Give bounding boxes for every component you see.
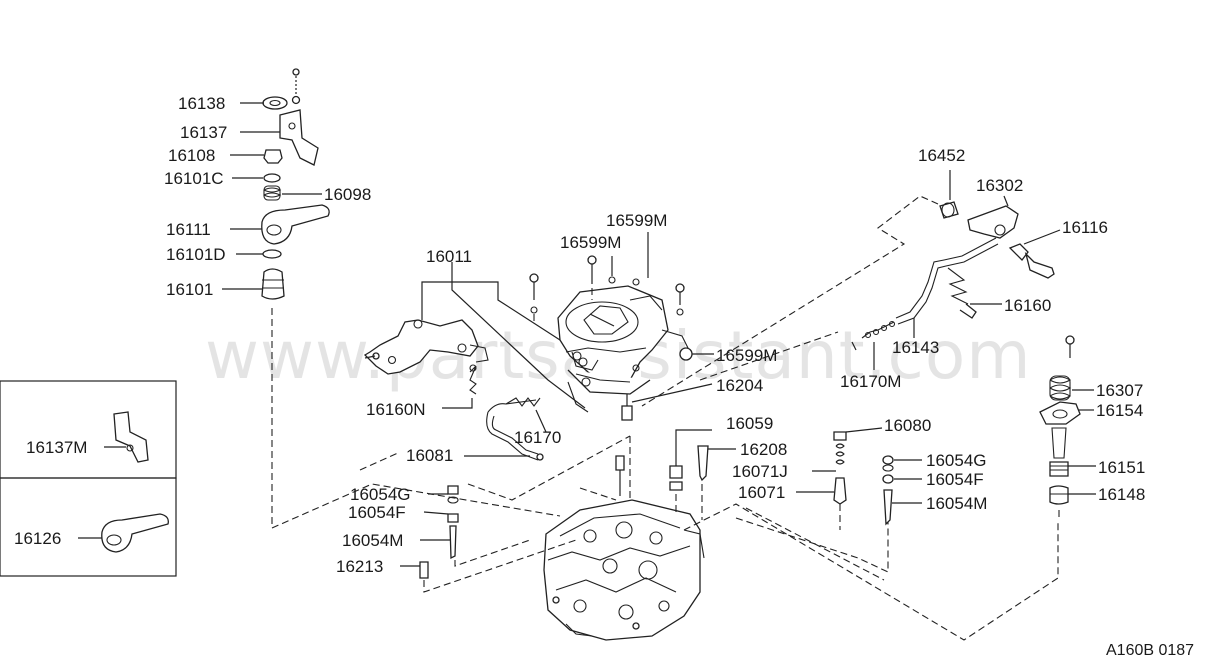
label-16204: 16204	[716, 376, 763, 395]
label-16307: 16307	[1096, 381, 1143, 400]
right-linkage	[851, 170, 1061, 370]
leaders-16599M	[611, 232, 714, 355]
label-16054G-left: 16054G	[350, 485, 411, 504]
label-16137M: 16137M	[26, 438, 87, 457]
inset-box-16137M	[0, 380, 177, 479]
label-16081: 16081	[406, 446, 453, 465]
label-16599M-a: 16599M	[606, 211, 667, 230]
label-16116: 16116	[1062, 218, 1108, 237]
part-16160N	[442, 364, 477, 409]
leader-16101-block	[271, 308, 561, 529]
label-16101: 16101	[166, 280, 213, 299]
part-16170-pipe	[486, 381, 589, 461]
label-16054M-left: 16054M	[342, 531, 403, 550]
label-16011: 16011	[426, 247, 472, 266]
right-upper-dashes	[641, 195, 939, 407]
carburetor-body	[557, 285, 693, 395]
jets-right-16054	[882, 455, 922, 526]
label-16208: 16208	[740, 440, 787, 459]
label-16160N: 16160N	[366, 400, 426, 419]
jets-center	[615, 429, 1059, 641]
label-16108: 16108	[168, 146, 215, 165]
label-16160: 16160	[1004, 296, 1051, 315]
callout-labels: 16138 16137 16108 16101C 16098 16111 161…	[14, 94, 1194, 659]
label-16170: 16170	[514, 428, 561, 447]
label-16154: 16154	[1096, 401, 1143, 420]
label-16071: 16071	[738, 483, 785, 502]
label-16054F-right: 16054F	[926, 470, 984, 489]
label-16137: 16137	[180, 123, 227, 142]
label-16213: 16213	[336, 557, 383, 576]
label-16071J: 16071J	[732, 462, 788, 481]
label-16138: 16138	[178, 94, 225, 113]
label-16098: 16098	[324, 185, 371, 204]
inset-part-16126	[78, 513, 169, 553]
label-16126: 16126	[14, 529, 61, 548]
label-16101C: 16101C	[164, 169, 224, 188]
label-16054F-left: 16054F	[348, 503, 406, 522]
jets-right-16080	[796, 427, 883, 530]
label-16054M-right: 16054M	[926, 494, 987, 513]
label-16151: 16151	[1098, 458, 1145, 477]
inset-part-16137M	[104, 411, 149, 463]
label-16059: 16059	[726, 414, 773, 433]
inset-box-16126	[0, 477, 177, 577]
center-dashes	[359, 435, 631, 501]
diagram-code: A160B 0187	[1106, 642, 1194, 659]
body-screws	[529, 255, 685, 322]
carburetor-main-block	[543, 499, 705, 641]
right-column-parts	[1039, 335, 1096, 520]
label-16148: 16148	[1098, 485, 1145, 504]
left-stack-leaders	[222, 102, 322, 290]
jets-left-16054	[400, 485, 577, 593]
part-16204	[621, 383, 713, 421]
label-16143: 16143	[892, 338, 939, 357]
label-16111: 16111	[166, 220, 211, 239]
label-16452: 16452	[918, 146, 965, 165]
label-16599M-b: 16599M	[560, 233, 621, 252]
label-16302: 16302	[976, 176, 1023, 195]
label-16599M-c: 16599M	[716, 346, 777, 365]
label-16170M: 16170M	[840, 372, 901, 391]
label-16054G-right: 16054G	[926, 451, 987, 470]
left-stack-parts	[261, 68, 330, 300]
label-16080: 16080	[884, 416, 931, 435]
leader-16011	[421, 262, 586, 409]
throttle-linkage-16011	[363, 319, 489, 375]
label-16101D: 16101D	[166, 245, 226, 264]
